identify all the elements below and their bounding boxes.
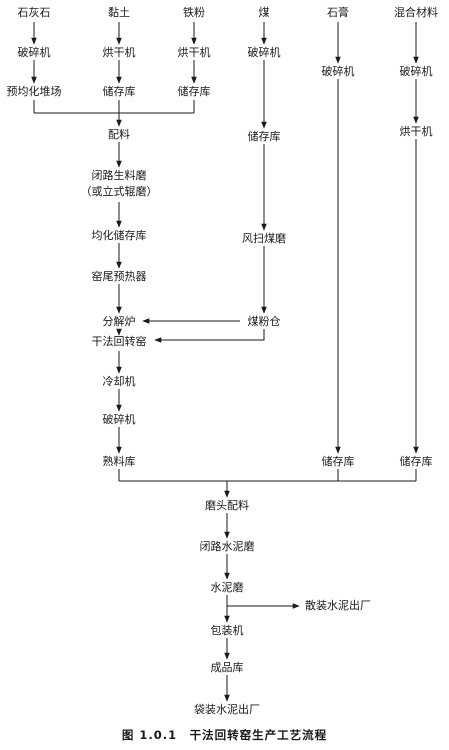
node-coal-mill: 风扫煤磨	[242, 232, 286, 245]
node-preheater: 窑尾预热器	[91, 270, 147, 283]
node-bulk-cement-out: 散装水泥出厂	[305, 599, 371, 612]
node-mixed-dryer: 烘干机	[399, 125, 433, 138]
node-coal-storage: 储存库	[247, 130, 281, 143]
node-cooler: 冷却机	[102, 375, 136, 388]
node-closed-cement-mill: 闭路水泥磨	[199, 540, 255, 553]
node-prehomogenization-yard: 预均化堆场	[6, 85, 62, 98]
arrow-bin-kiln	[154, 329, 265, 343]
node-rotary-kiln: 干法回转窑	[91, 335, 147, 348]
node-iron-dryer: 烘干机	[177, 46, 211, 59]
node-clinker-storage: 熟料库	[102, 455, 136, 468]
node-homogenizing-silo: 均化储存库	[91, 229, 147, 242]
node-cement-mill: 水泥磨	[210, 581, 244, 594]
figure-caption: 图 1.0.1 干法回转窑生产工艺流程	[121, 728, 328, 742]
node-product-storage: 成品库	[210, 661, 244, 674]
node-clinker-crusher: 破碎机	[102, 413, 136, 426]
node-mixed-storage: 储存库	[399, 455, 433, 468]
node-mill-head-batching: 磨头配料	[205, 499, 249, 512]
node-mixed-crusher: 破碎机	[399, 65, 433, 78]
node-iron-powder: 铁粉	[183, 6, 205, 19]
node-bagged-cement-out: 袋装水泥出厂	[194, 703, 260, 716]
node-packer: 包装机	[210, 624, 244, 637]
node-gypsum: 石膏	[327, 6, 349, 19]
node-coal-crusher: 破碎机	[247, 46, 281, 59]
node-gypsum-storage: 储存库	[321, 455, 355, 468]
node-raw-mill-alt: （或立式辊磨）	[80, 185, 158, 198]
node-clay-dryer: 烘干机	[102, 46, 136, 59]
node-iron-storage: 储存库	[177, 85, 211, 98]
node-clay-storage: 储存库	[102, 85, 136, 98]
node-calciner: 分解炉	[102, 315, 136, 328]
node-gypsum-crusher: 破碎机	[321, 65, 355, 78]
node-raw-mill: 闭路生料磨	[91, 169, 147, 182]
node-limestone-crusher: 破碎机	[17, 46, 51, 59]
node-batching: 配料	[108, 128, 130, 141]
node-coal-powder-bin: 煤粉仓	[247, 315, 281, 328]
node-mixed-material: 混合材料	[394, 6, 438, 19]
node-coal: 煤	[258, 6, 270, 19]
node-clay: 黏土	[108, 6, 130, 19]
node-limestone: 石灰石	[17, 6, 51, 19]
